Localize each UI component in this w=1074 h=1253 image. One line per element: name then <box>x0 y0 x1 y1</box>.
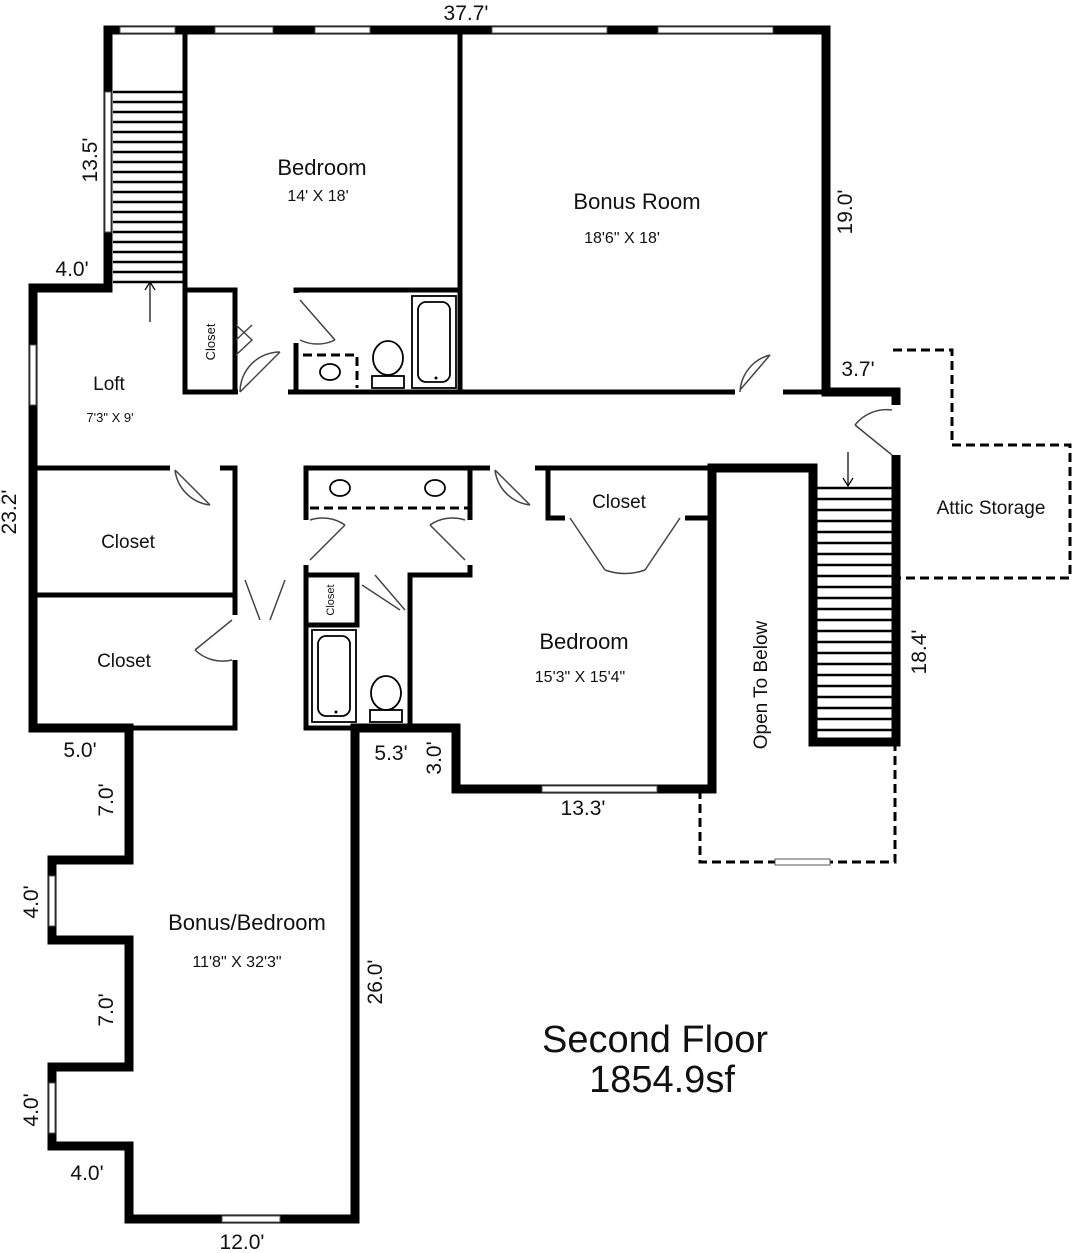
stairs-west <box>113 90 185 322</box>
attic-storage-name: Attic Storage <box>937 498 1046 519</box>
dim-wing-c: 7.0' <box>95 993 118 1026</box>
closet-lower-left-name: Closet <box>97 651 152 672</box>
dim-wing-e: 4.0' <box>70 1162 103 1185</box>
vanity-outline <box>303 353 359 388</box>
dim-loft-top: 4.0' <box>55 258 88 281</box>
closet-bedroom-se-name: Closet <box>592 492 647 513</box>
attic-storage-outline <box>893 348 1072 580</box>
dim-wing-d: 4.0' <box>20 1093 43 1126</box>
dim-stair-right: 18.4' <box>908 630 931 675</box>
floor-title: Second Floor <box>542 1019 768 1061</box>
bonus-room-name: Bonus Room <box>573 189 700 214</box>
closet-upper-left-name: Closet <box>101 532 156 553</box>
dim-wing-bottom: 12.0' <box>220 1231 265 1253</box>
bath-fixtures <box>311 295 457 723</box>
dim-stair-left: 13.5' <box>79 138 102 183</box>
open-to-below-outline <box>698 742 897 864</box>
bonus-bedroom-name: Bonus/Bedroom <box>168 910 326 935</box>
dim-left-side: 23.2' <box>0 490 21 535</box>
bedroom-se-name: Bedroom <box>539 629 628 654</box>
closet-bath-name: Closet <box>325 584 337 615</box>
dim-center-step-a: 5.3' <box>374 742 407 765</box>
open-to-below-name: Open To Below <box>751 620 772 749</box>
dim-wing-right: 26.0' <box>364 960 387 1005</box>
exterior-wall-west <box>28 25 901 1224</box>
windows <box>29 26 831 1223</box>
closet-loft-name: Closet <box>203 323 218 360</box>
dim-right-upper: 19.0' <box>834 190 857 235</box>
dim-bedroom-bottom: 13.3' <box>561 797 606 820</box>
dim-bottom-left-step: 5.0' <box>63 739 96 762</box>
exterior-wall-main <box>103 25 901 397</box>
bedroom-se-dims: 15'3" X 15'4" <box>535 669 625 686</box>
dim-center-step-b: 3.0' <box>423 741 446 774</box>
bedroom-nw-name: Bedroom <box>277 155 366 180</box>
dim-wing-b: 4.0' <box>20 885 43 918</box>
stairs-east <box>817 452 892 732</box>
loft-name: Loft <box>93 374 125 395</box>
bonus-room-dims: 18'6" X 18' <box>584 230 660 247</box>
bonus-bedroom-dims: 11'8" X 32'3" <box>192 954 281 971</box>
floor-area: 1854.9sf <box>589 1059 735 1101</box>
doors <box>170 293 902 662</box>
bedroom-nw-dims: 14' X 18' <box>287 188 348 205</box>
dim-wing-a: 7.0' <box>95 783 118 816</box>
dim-top: 37.7' <box>444 2 489 25</box>
dim-right-step: 3.7' <box>841 358 874 381</box>
loft-dims: 7'3" X 9' <box>86 410 133 425</box>
